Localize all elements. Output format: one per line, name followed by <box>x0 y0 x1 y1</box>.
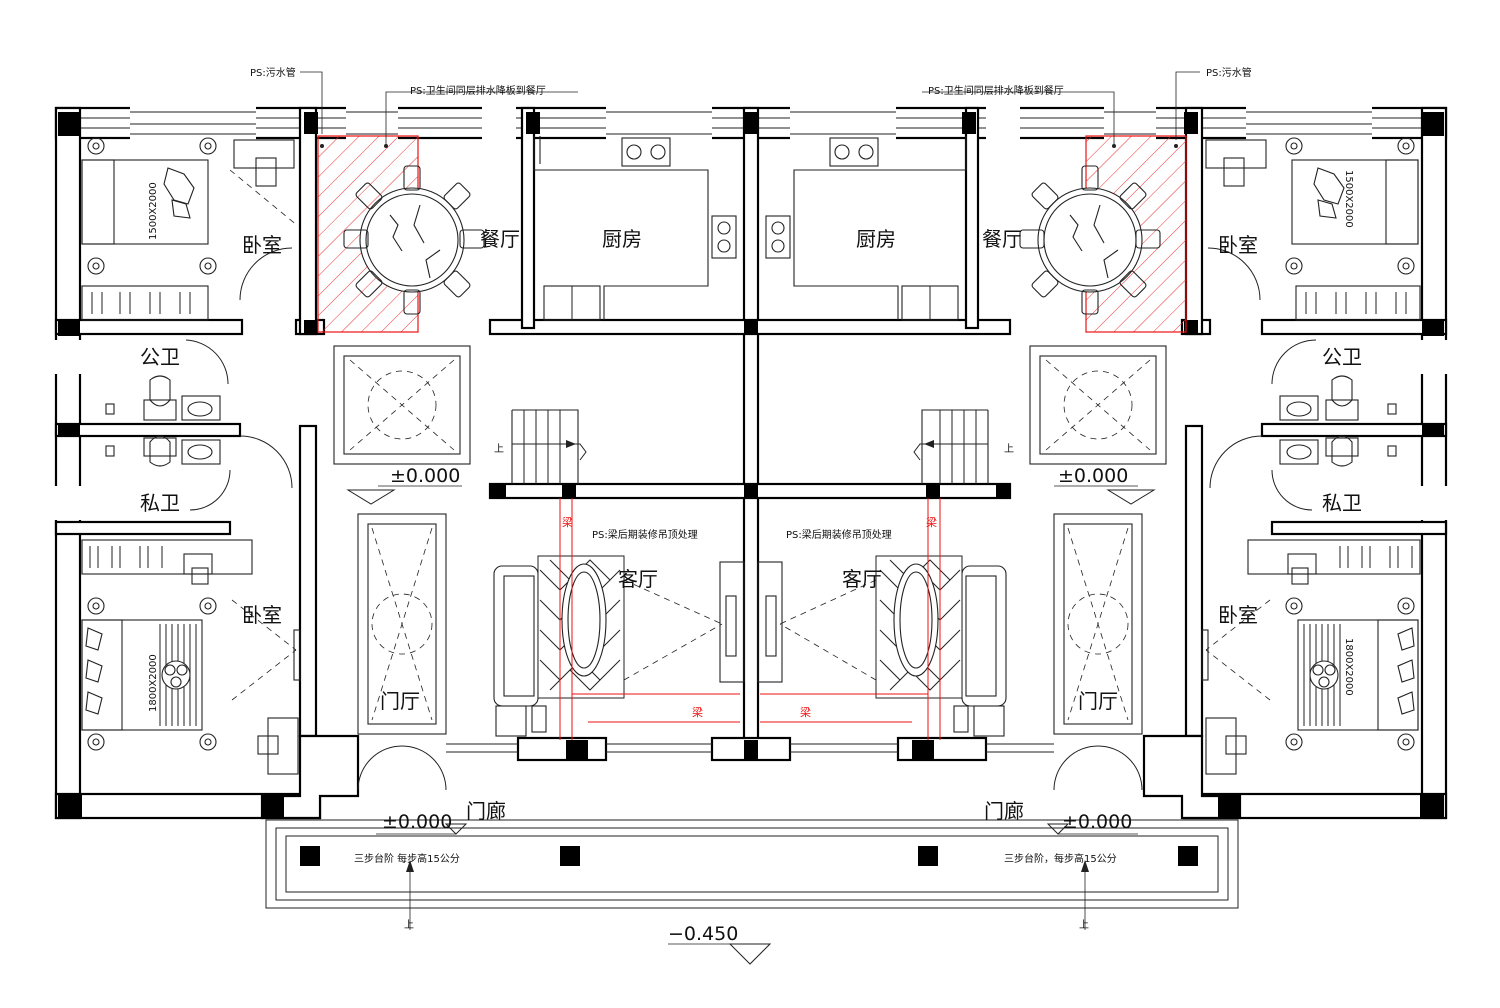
columns <box>58 112 1444 818</box>
walls <box>54 106 1448 820</box>
note-steps-left: 三步台阶 每步高15公分 <box>354 852 460 865</box>
label-public-bath-right: 公卫 <box>1322 345 1362 369</box>
elev-foyer-right: ±0.000 <box>1058 465 1128 487</box>
bed-size-br: 1800X2000 <box>1343 638 1354 696</box>
living-right <box>757 498 1007 740</box>
terrace <box>265 819 1239 930</box>
label-kitchen-right: 厨房 <box>856 227 896 251</box>
label-foyer-left: 门厅 <box>380 689 420 713</box>
baths-left <box>105 339 293 511</box>
note-steps-right: 三步台阶，每步高15公分 <box>1004 852 1117 865</box>
label-bedroom-tl: 卧室 <box>242 233 282 257</box>
kitchen-left-counter <box>533 136 737 321</box>
bed-size-tr: 1500X2000 <box>1343 170 1354 228</box>
label-porch-left: 门廊 <box>466 799 506 823</box>
note-drain-right: PS:卫生间同层排水降板到餐厅 <box>928 84 1064 97</box>
label-porch-right: 门廊 <box>984 799 1024 823</box>
bedroom-top-left-furniture <box>81 137 299 321</box>
beam-mark-left: 梁 <box>562 515 573 529</box>
label-bedroom-br: 卧室 <box>1218 603 1258 627</box>
dining-table-right <box>1019 165 1161 315</box>
note-beam-right: PS:梁后期装修吊顶处理 <box>786 528 892 541</box>
beam-mark-bottom-left: 梁 <box>692 705 703 719</box>
note-beam-left: PS:梁后期装修吊顶处理 <box>592 528 698 541</box>
beam-mark-right: 梁 <box>926 515 937 529</box>
bed-size-tl: 1500X2000 <box>148 182 159 240</box>
bed-size-bl: 1800X2000 <box>148 654 159 712</box>
elev-porch-left: ±0.000 <box>382 811 452 833</box>
kitchen-right-counter <box>765 136 967 321</box>
note-sewage-left: PS:污水管 <box>250 66 296 79</box>
label-living-right: 客厅 <box>842 567 882 591</box>
beam-mark-bottom-right: 梁 <box>800 705 811 719</box>
stair-up-right: 上 <box>1004 443 1014 455</box>
elevation-markers <box>376 485 1138 965</box>
label-public-bath-left: 公卫 <box>140 345 180 369</box>
label-bedroom-tr: 卧室 <box>1218 233 1258 257</box>
stair-up-left: 上 <box>494 443 504 455</box>
note-sewage-right: PS:污水管 <box>1206 66 1252 79</box>
bedroom-bottom-right-furniture <box>1201 539 1421 775</box>
label-foyer-right: 门厅 <box>1078 689 1118 713</box>
label-living-left: 客厅 <box>618 567 658 591</box>
label-kitchen-left: 厨房 <box>602 227 642 251</box>
label-bedroom-bl: 卧室 <box>242 603 282 627</box>
label-dining-right: 餐厅 <box>982 227 1022 251</box>
elev-foyer-left: ±0.000 <box>390 465 460 487</box>
terrace-up-left: 上 <box>404 919 414 931</box>
baths-right <box>1209 339 1397 511</box>
elev-ground: −0.450 <box>668 923 738 945</box>
terrace-up-right: 上 <box>1079 919 1089 931</box>
elev-porch-right: ±0.000 <box>1062 811 1132 833</box>
labels: PS:污水管 PS:卫生间同层排水降板到餐厅 PS:卫生间同层排水降板到餐厅 P… <box>140 66 1362 945</box>
bedroom-top-right-furniture <box>1205 137 1421 321</box>
bedroom-bottom-left-furniture <box>81 539 301 775</box>
stairs <box>511 409 989 484</box>
ceiling-patterns <box>333 345 1167 735</box>
foyer-doors <box>357 743 1143 791</box>
label-private-bath-left: 私卫 <box>140 491 180 515</box>
leader-lines <box>300 71 1200 148</box>
living-left <box>493 498 745 740</box>
label-private-bath-right: 私卫 <box>1322 491 1362 515</box>
dining-table-left <box>343 165 485 315</box>
note-drain-left: PS:卫生间同层排水降板到餐厅 <box>410 84 546 97</box>
label-dining-left: 餐厅 <box>480 227 520 251</box>
